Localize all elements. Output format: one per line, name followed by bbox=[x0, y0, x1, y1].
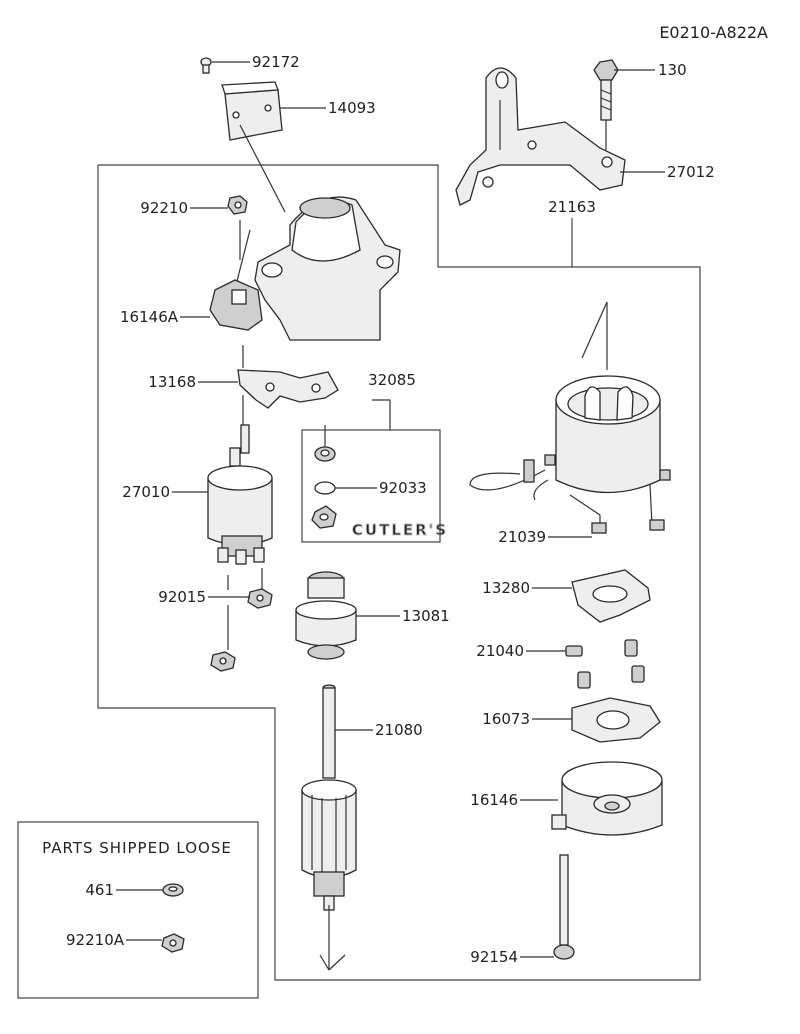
part-label-16146: 16146 bbox=[470, 791, 518, 809]
motor-assembly-frame bbox=[97, 164, 701, 981]
part-label-32085: 32085 bbox=[368, 371, 416, 389]
nut-92210A bbox=[161, 933, 185, 953]
plate-14093 bbox=[221, 81, 283, 141]
solenoid-27010 bbox=[207, 424, 273, 565]
bolt-130 bbox=[593, 59, 619, 150]
lever-13168 bbox=[237, 369, 339, 409]
part-label-13280: 13280 bbox=[482, 579, 530, 597]
washer-92033 bbox=[314, 481, 336, 495]
nut-92015-lower bbox=[210, 651, 236, 672]
part-label-21163: 21163 bbox=[548, 198, 596, 216]
parts-shipped-loose-box bbox=[17, 821, 259, 999]
part-label-92210: 92210 bbox=[140, 199, 188, 217]
part-label-13081: 13081 bbox=[402, 607, 450, 625]
part-label-92210A: 92210A bbox=[66, 931, 125, 949]
watermark: CUTLER'S bbox=[352, 521, 448, 539]
nut-92210 bbox=[227, 195, 248, 215]
part-label-92172: 92172 bbox=[252, 53, 300, 71]
part-label-14093: 14093 bbox=[328, 99, 376, 117]
through-bolt-92154 bbox=[553, 854, 575, 960]
kit-32085-box bbox=[301, 429, 441, 543]
leader-lines bbox=[116, 61, 665, 958]
part-label-92015: 92015 bbox=[158, 588, 206, 606]
armature-21080 bbox=[301, 684, 357, 911]
part-label-92033: 92033 bbox=[379, 479, 427, 497]
part-label-27010: 27010 bbox=[122, 483, 170, 501]
rear-cover-16146 bbox=[551, 761, 663, 836]
kit-32085-leader bbox=[372, 399, 391, 430]
kit-item-upper bbox=[314, 446, 336, 462]
pinion-13081 bbox=[295, 571, 357, 660]
part-label-21080: 21080 bbox=[375, 721, 423, 739]
part-label-16146A: 16146A bbox=[120, 308, 179, 326]
part-label-92154: 92154 bbox=[470, 948, 518, 966]
yoke-21163 bbox=[469, 375, 671, 534]
part-label-461: 461 bbox=[85, 881, 114, 899]
part-label-21039: 21039 bbox=[498, 528, 546, 546]
springs-21040 bbox=[565, 639, 645, 689]
plate-16073 bbox=[571, 697, 661, 743]
brush-holder-13280 bbox=[571, 569, 651, 623]
parts-shipped-loose-title: PARTS SHIPPED LOOSE bbox=[42, 839, 232, 857]
front-housing-16146A bbox=[209, 196, 401, 341]
nut-92015 bbox=[247, 588, 273, 609]
part-label-13168: 13168 bbox=[148, 373, 196, 391]
bracket-27012 bbox=[455, 67, 626, 206]
part-label-27012: 27012 bbox=[667, 163, 715, 181]
part-label-130: 130 bbox=[658, 61, 687, 79]
part-label-16073: 16073 bbox=[482, 710, 530, 728]
washer-461 bbox=[162, 883, 184, 897]
diagram-code: E0210-A822A bbox=[659, 23, 768, 42]
screw-92172 bbox=[200, 57, 212, 74]
kit-item-lower bbox=[311, 505, 337, 529]
part-label-21040: 21040 bbox=[476, 642, 524, 660]
